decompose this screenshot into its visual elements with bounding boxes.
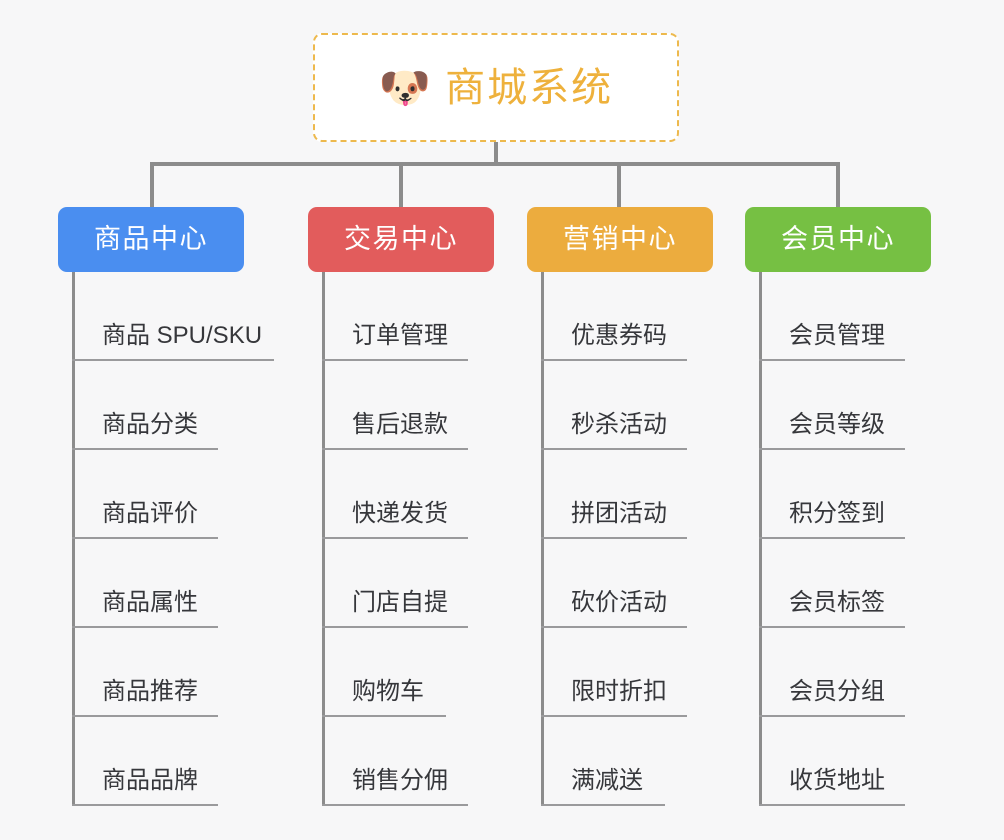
leaf-label: 拼团活动 [571,500,667,527]
leaf-label: 砍价活动 [571,589,667,616]
list-item[interactable]: 商品推荐 [72,628,332,717]
list-item[interactable]: 会员等级 [759,361,1004,450]
list-item[interactable]: 订单管理 [322,272,582,361]
leaf-underline [759,537,905,539]
list-item[interactable]: 优惠券码 [541,272,801,361]
trunk-horizontal-connector [150,162,840,166]
list-item[interactable]: 门店自提 [322,539,582,628]
root-title: 商城系统 [445,65,614,110]
branch-marketing-center: 营销中心 优惠券码 秒杀活动 拼团活动 砍价活动 限时折扣 [527,207,713,806]
branch-header-product-center[interactable]: 商品中心 [58,207,244,272]
leaf-underline [72,359,274,361]
leaf-underline [322,804,468,806]
leaf-label: 售后退款 [352,411,448,438]
leaf-underline [759,715,905,717]
leaf-underline [72,626,218,628]
branch-trade-center: 交易中心 订单管理 售后退款 快递发货 门店自提 购物车 [308,207,494,806]
leaf-label: 商品推荐 [102,678,198,705]
leaf-label: 快递发货 [352,500,448,527]
leaf-underline [759,626,905,628]
leaf-list-member-center: 会员管理 会员等级 积分签到 会员标签 会员分组 收货地址 [759,272,1004,806]
trunk-drop-connector-2 [399,162,403,208]
leaf-underline [322,626,468,628]
leaf-label: 商品分类 [102,411,198,438]
list-item[interactable]: 商品品牌 [72,717,332,806]
branch-spine-product-center [72,272,75,806]
list-item[interactable]: 收货地址 [759,717,1004,806]
list-item[interactable]: 商品属性 [72,539,332,628]
leaf-underline [72,804,218,806]
leaf-label: 会员等级 [789,411,885,438]
leaf-underline [759,804,905,806]
leaf-label: 商品评价 [102,500,198,527]
leaf-underline [759,448,905,450]
root-node[interactable]: 🐶 商城系统 [313,33,679,142]
leaf-label: 商品属性 [102,589,198,616]
list-item[interactable]: 快递发货 [322,450,582,539]
branch-header-member-center[interactable]: 会员中心 [745,207,931,272]
trunk-drop-connector-1 [150,162,154,208]
branch-spine-member-center [759,272,762,806]
list-item[interactable]: 会员分组 [759,628,1004,717]
leaf-label: 满减送 [571,767,643,794]
list-item[interactable]: 秒杀活动 [541,361,801,450]
branch-spine-marketing-center [541,272,544,806]
list-item[interactable]: 商品分类 [72,361,332,450]
leaf-label: 收货地址 [789,767,885,794]
leaf-underline [322,359,468,361]
leaf-underline [322,537,468,539]
branch-spine-trade-center [322,272,325,806]
leaf-underline [541,537,687,539]
list-item[interactable]: 销售分佣 [322,717,582,806]
leaf-label: 限时折扣 [571,678,667,705]
dog-face-icon: 🐶 [378,63,432,111]
trunk-stem-connector [494,142,498,166]
leaf-underline [541,715,687,717]
leaf-label: 商品 SPU/SKU [102,322,263,349]
list-item[interactable]: 会员管理 [759,272,1004,361]
list-item[interactable]: 购物车 [322,628,582,717]
leaf-list-marketing-center: 优惠券码 秒杀活动 拼团活动 砍价活动 限时折扣 满减送 [541,272,801,806]
leaf-underline [72,448,218,450]
list-item[interactable]: 商品评价 [72,450,332,539]
list-item[interactable]: 积分签到 [759,450,1004,539]
list-item[interactable]: 满减送 [541,717,801,806]
list-item[interactable]: 限时折扣 [541,628,801,717]
leaf-label: 会员标签 [789,589,885,616]
branch-member-center: 会员中心 会员管理 会员等级 积分签到 会员标签 会员分组 [745,207,931,806]
leaf-label: 购物车 [352,678,424,705]
leaf-label: 订单管理 [352,322,448,349]
leaf-underline [72,537,218,539]
trunk-drop-connector-3 [617,162,621,208]
list-item[interactable]: 售后退款 [322,361,582,450]
leaf-label: 会员分组 [789,678,885,705]
trunk-drop-connector-4 [836,162,840,208]
leaf-label: 优惠券码 [571,322,667,349]
leaf-label: 积分签到 [789,500,885,527]
leaf-underline [541,448,687,450]
leaf-underline [759,359,905,361]
list-item[interactable]: 拼团活动 [541,450,801,539]
leaf-label: 会员管理 [789,322,885,349]
leaf-label: 秒杀活动 [571,411,667,438]
leaf-label: 商品品牌 [102,767,198,794]
leaf-underline [322,448,468,450]
leaf-underline [72,715,218,717]
leaf-underline [322,715,446,717]
leaf-underline [541,804,665,806]
leaf-underline [541,359,687,361]
list-item[interactable]: 商品 SPU/SKU [72,272,332,361]
branch-product-center: 商品中心 商品 SPU/SKU 商品分类 商品评价 商品属性 商品推荐 [58,207,274,806]
leaf-list-product-center: 商品 SPU/SKU 商品分类 商品评价 商品属性 商品推荐 商品品牌 [72,272,332,806]
leaf-list-trade-center: 订单管理 售后退款 快递发货 门店自提 购物车 销售分佣 [322,272,582,806]
leaf-label: 销售分佣 [352,767,448,794]
leaf-underline [541,626,687,628]
branch-header-trade-center[interactable]: 交易中心 [308,207,494,272]
list-item[interactable]: 砍价活动 [541,539,801,628]
list-item[interactable]: 会员标签 [759,539,1004,628]
leaf-label: 门店自提 [352,589,448,616]
branch-header-marketing-center[interactable]: 营销中心 [527,207,713,272]
